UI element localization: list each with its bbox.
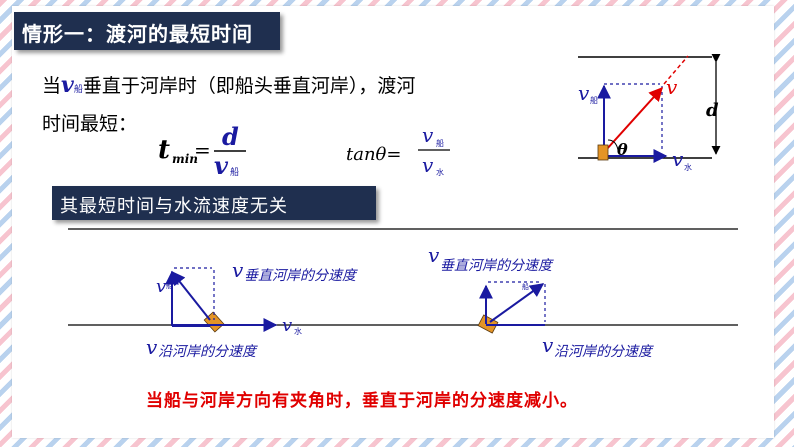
tan-denominator-subscript: 水 — [436, 167, 444, 177]
intro-line2: 时间最短： — [42, 113, 138, 135]
left-label-perp-v: v — [232, 258, 244, 282]
formula-denominator-v: v — [214, 151, 229, 180]
formula-equals: = — [194, 138, 211, 162]
formula-t: t — [158, 135, 170, 165]
left-label-along-v: v — [146, 335, 158, 359]
left-label-water-subscript: 水 — [294, 326, 302, 336]
left-bottom-diagram: v 船 v 垂直河岸的分速度 v 水 v 沿河岸的分速度 — [146, 258, 358, 360]
right-bottom-diagram: 船 v 垂直河岸的分速度 v 沿河岸的分速度 — [428, 243, 654, 360]
label-v-boat: v — [578, 81, 590, 105]
left-label-along-text: 沿河岸的分速度 — [158, 344, 258, 360]
conclusion-text: 当船与河岸方向有夹角时，垂直于河岸的分速度减小。 — [146, 391, 578, 411]
formula-numerator-d: d — [222, 122, 239, 151]
label-v-water-subscript: 水 — [684, 162, 692, 172]
distance-label: d — [706, 100, 719, 121]
left-label-v-boat-subscript: 船 — [166, 281, 173, 290]
angle-arc — [607, 139, 619, 151]
intro-v-symbol: v — [61, 72, 74, 98]
slide-card — [12, 6, 774, 438]
intro-v-subscript: 船 — [73, 85, 83, 95]
formula-tan: tanθ= v 船 v 水 — [346, 123, 450, 177]
right-vector-boat — [489, 283, 545, 323]
right-label-along-v: v — [542, 333, 554, 357]
angle-theta: θ — [617, 140, 628, 159]
left-label-v-boat: v — [156, 276, 166, 297]
label-v-water: v — [672, 147, 684, 171]
formula-t-subscript: min — [172, 152, 198, 166]
right-label-perp-v: v — [428, 243, 440, 267]
boat-icon — [597, 144, 609, 161]
intro-line1-rest: 垂直于河岸时（即船头垂直河岸），渡河 — [82, 75, 416, 97]
top-diagram: d θ v 船 v v 水 — [578, 53, 721, 172]
label-v-result: v — [666, 75, 678, 99]
intro-paragraph: 当v船垂直于河岸时（即船头垂直河岸），渡河 时间最短： — [42, 68, 522, 141]
left-label-water-v: v — [282, 315, 292, 336]
tan-label: tanθ= — [346, 144, 401, 165]
formula-denominator-subscript: 船 — [230, 166, 239, 178]
slide-title: 情形一：渡河的最短时间 — [22, 22, 253, 46]
tan-denominator-v: v — [422, 153, 434, 177]
vector-v-result — [605, 86, 663, 151]
right-label-along-text: 沿河岸的分速度 — [554, 344, 654, 360]
title-bar — [14, 12, 280, 50]
left-vector-boat — [171, 270, 211, 321]
intro-prefix: 当 — [42, 75, 62, 97]
left-label-perp-text: 垂直河岸的分速度 — [244, 268, 358, 284]
label-v-boat-subscript: 船 — [590, 95, 598, 105]
banner-text: 其最短时间与水流速度无关 — [60, 196, 288, 217]
tan-numerator-v: v — [422, 123, 434, 147]
tan-numerator-subscript: 船 — [436, 138, 444, 148]
banner-bar — [52, 186, 376, 220]
right-label-perp-text: 垂直河岸的分速度 — [440, 258, 554, 274]
right-label-boat-subscript: 船 — [522, 282, 529, 291]
formula-tmin: t min = d v 船 — [158, 122, 246, 180]
dashed-extension — [663, 55, 689, 85]
